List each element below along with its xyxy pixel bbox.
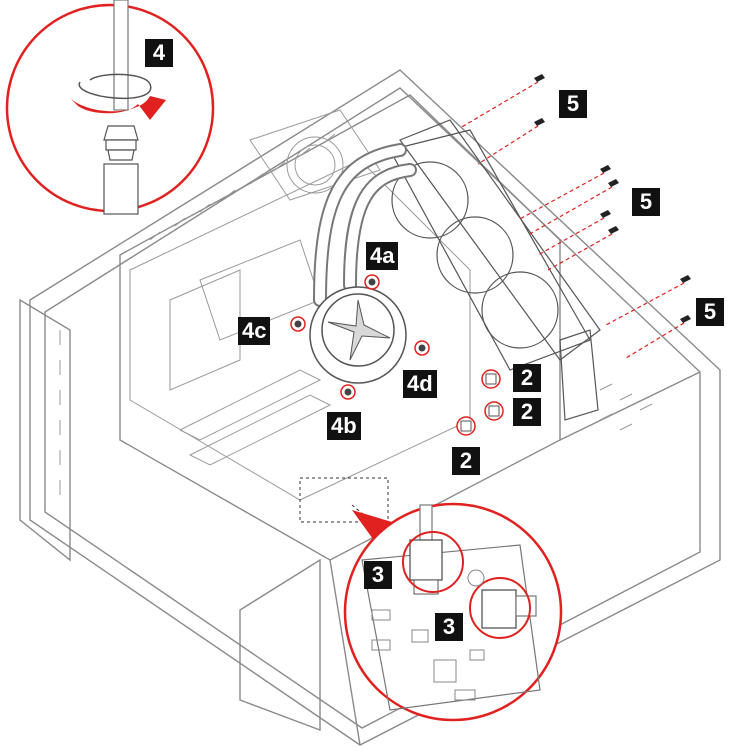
rotation-arrow-icon [70, 96, 166, 120]
step-label-4d: 4d [403, 370, 437, 398]
step-label-5a: 5 [559, 90, 587, 118]
radiator-screws [459, 74, 691, 359]
step-label-4: 4 [145, 39, 173, 67]
step-label-3b: 3 [435, 613, 463, 641]
pump-screws [290, 274, 430, 400]
step-label-5c: 5 [696, 298, 724, 326]
step-label-2b: 2 [513, 398, 541, 426]
radiator-fan-assembly [389, 119, 601, 421]
step-label-5b: 5 [632, 188, 660, 216]
cable-connector-zoom [343, 502, 563, 722]
case-vent-slots [59, 133, 653, 495]
step-label-3a: 3 [364, 561, 392, 589]
case-outline [19, 69, 721, 746]
step-label-4c: 4c [238, 317, 271, 345]
step-label-2c: 2 [452, 447, 480, 475]
step-label-4a: 4a [366, 242, 399, 270]
screwdriver-detail [5, 0, 215, 215]
pump-head [309, 286, 407, 384]
step-label-4b: 4b [327, 412, 361, 440]
step-label-2a: 2 [513, 364, 541, 392]
connector-region-outline [299, 477, 389, 523]
